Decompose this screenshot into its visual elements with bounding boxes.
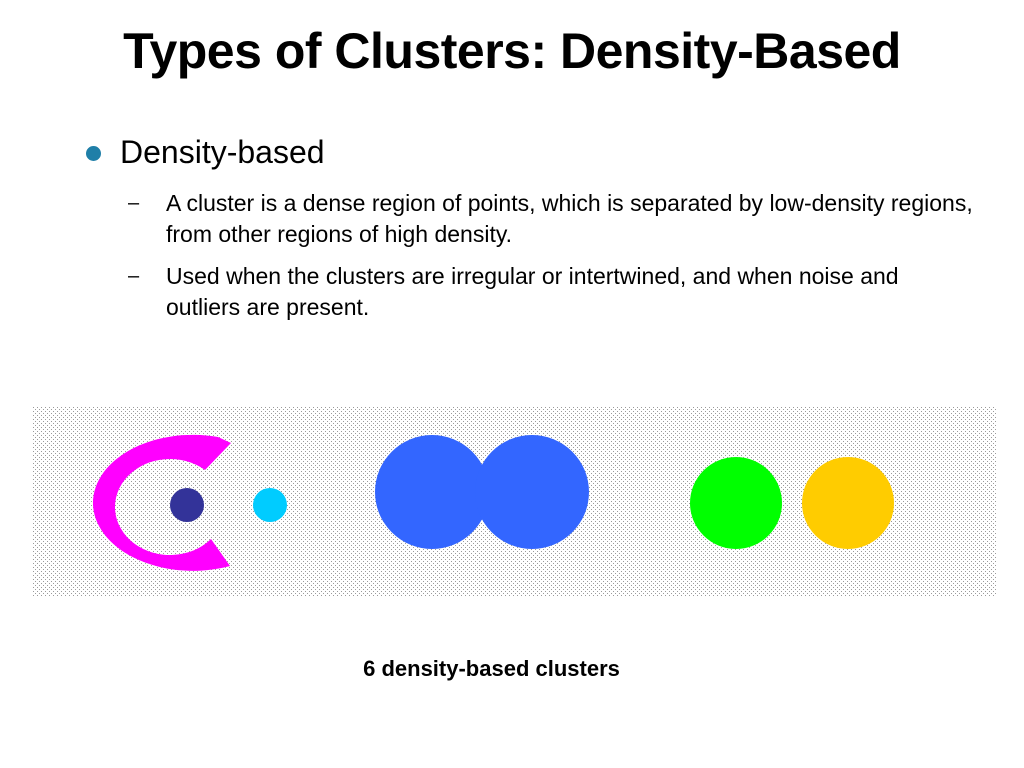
bullet-dot-icon [86,146,101,161]
sub-bullet: – A cluster is a dense region of points,… [128,188,988,250]
sub-bullet: – Used when the clusters are irregular o… [128,261,988,323]
overlapping-blue-cluster-left [375,435,489,549]
figure-caption: 6 density-based clusters [363,656,620,681]
slide-title: Types of Clusters: Density-Based [123,23,901,79]
bullet-item: Density-based [86,134,325,171]
dash-marker: – [128,265,140,287]
bullet-text: Density-based [120,134,325,170]
green-cluster [690,457,782,549]
sub-bullet-text: Used when the clusters are irregular or … [166,263,899,320]
overlapping-blue-cluster-right [475,435,589,549]
cluster-figure [33,407,997,597]
c-shape-cluster [92,434,231,571]
small-dark-blue-cluster [170,488,204,522]
sub-bullet-text: A cluster is a dense region of points, w… [166,190,973,247]
yellow-cluster [802,457,894,549]
dash-marker: – [128,192,140,214]
small-cyan-cluster [253,488,287,522]
